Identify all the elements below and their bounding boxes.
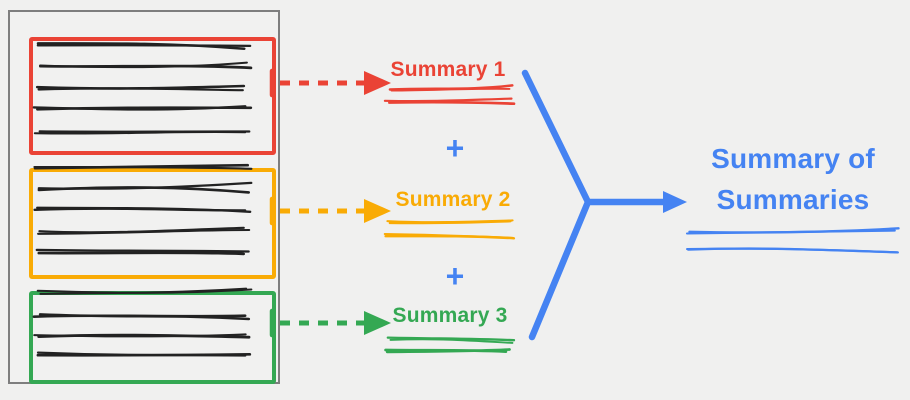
chunk-1-box	[29, 37, 276, 155]
final-summary-line2: Summaries	[716, 184, 870, 215]
final-summary-line1: Summary of	[711, 143, 875, 174]
summary-1-label: Summary 1	[390, 58, 506, 81]
summary-2-label: Summary 2	[395, 188, 511, 211]
summary-3-scribbles	[384, 336, 516, 354]
summary-1-scribbles	[383, 84, 516, 106]
chunk-2-box	[29, 168, 276, 279]
final-summary-scribbles	[685, 227, 900, 254]
final-summary-label: Summary of Summaries	[683, 138, 903, 220]
summary-1-arrow	[269, 68, 391, 98]
summary-2-arrow	[269, 196, 391, 226]
plus-sign-1: +	[445, 130, 465, 166]
merge-arrow	[521, 69, 687, 341]
plus-sign-2: +	[445, 258, 465, 294]
summary-2-scribbles	[383, 219, 516, 240]
summary-3-arrow	[269, 308, 391, 338]
summary-3-label: Summary 3	[392, 304, 508, 327]
source-document-frame	[8, 10, 280, 384]
chunk-3-box	[29, 291, 276, 384]
